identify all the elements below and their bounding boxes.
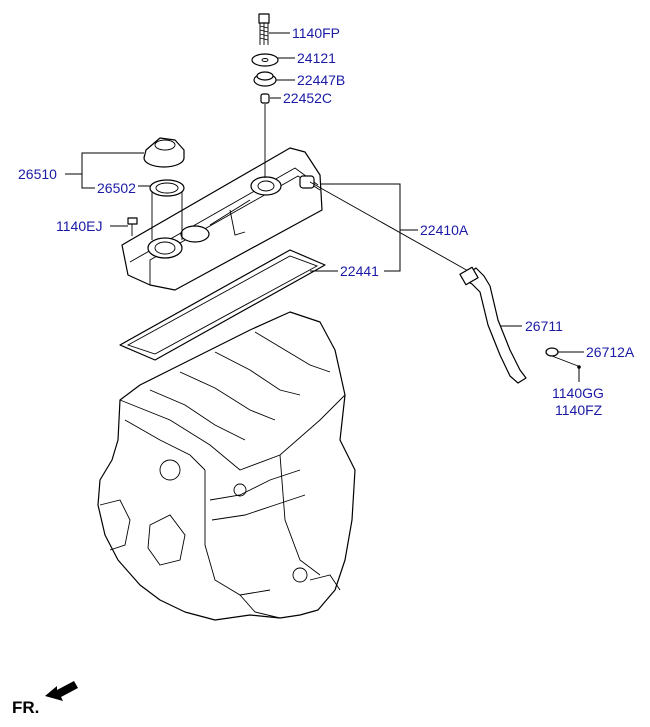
breather-hose (309, 181, 527, 384)
rocker-cover-gasket (119, 249, 326, 361)
label-1140ej: 1140EJ (56, 218, 102, 234)
rocker-cover (121, 147, 323, 291)
washer-24121 (251, 53, 279, 67)
label-26712a: 26712A (586, 344, 635, 360)
label-26711: 26711 (525, 318, 563, 334)
label-22452c: 22452C (283, 90, 332, 106)
leader-lines (65, 32, 584, 382)
label-22441: 22441 (340, 263, 379, 279)
label-1140fz: 1140FZ (555, 402, 603, 418)
bolt-1140fp (258, 13, 270, 45)
bolt-1140ej (127, 217, 138, 236)
label-26510: 26510 (18, 166, 57, 182)
oil-filler-cap (143, 137, 185, 168)
front-arrow-icon (45, 681, 78, 701)
grommet-22447b (253, 71, 277, 87)
label-24121: 24121 (297, 50, 336, 66)
bushing-22452c (260, 93, 270, 178)
label-1140gg: 1140GG (552, 385, 604, 401)
front-indicator-label: FR. (12, 698, 39, 717)
engine-block (97, 311, 356, 621)
label-26502: 26502 (97, 180, 136, 196)
label-22410a: 22410A (420, 222, 469, 238)
cap-seal (149, 179, 185, 240)
label-22447b: 22447B (297, 72, 345, 88)
hose-clip (545, 347, 581, 369)
label-1140fp: 1140FP (292, 25, 340, 41)
